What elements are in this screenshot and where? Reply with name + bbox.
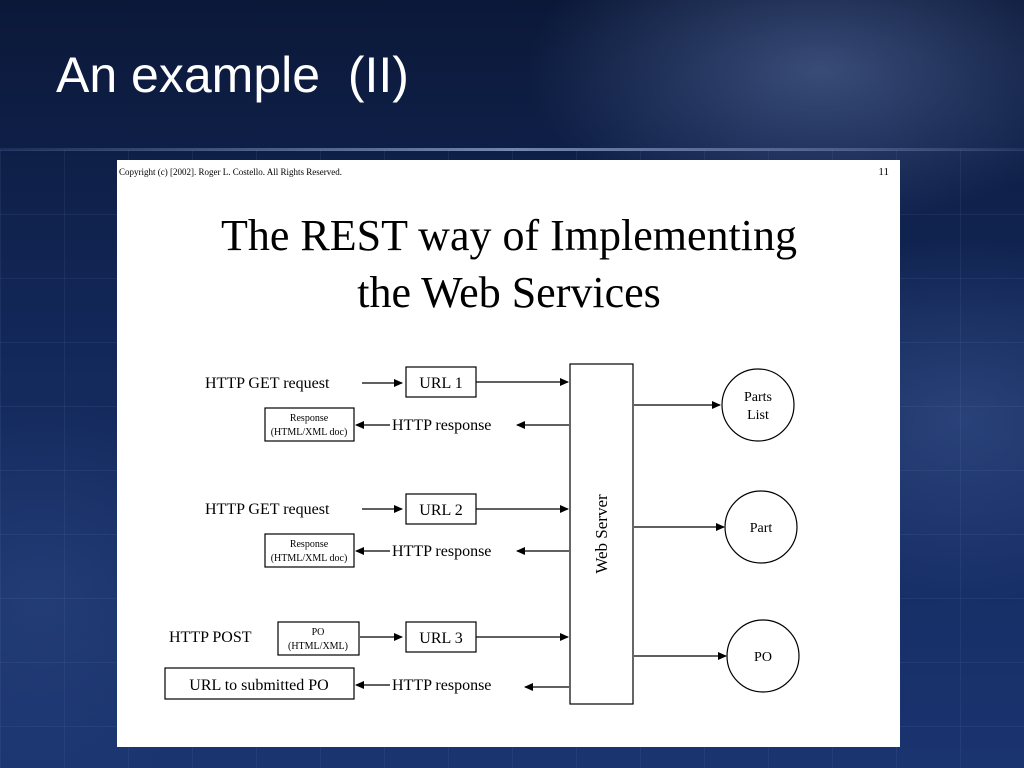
resource-parts-list bbox=[721, 368, 795, 442]
web-server-box bbox=[569, 363, 634, 705]
response-box-2-line2: (HTML/XML doc) bbox=[271, 553, 348, 564]
resource-1-line2: List bbox=[747, 408, 769, 423]
slide-title: An example (II) bbox=[56, 47, 409, 103]
rest-diagram: Copyright (c) [2002]. Roger L. Costello.… bbox=[119, 166, 889, 705]
response-box-1-line2: (HTML/XML doc) bbox=[271, 427, 348, 438]
url-label-2: URL 2 bbox=[419, 502, 462, 519]
response-box-2 bbox=[264, 533, 355, 568]
response-label-2: HTTP response bbox=[392, 543, 491, 560]
payload-box bbox=[277, 621, 360, 656]
request-label-2: HTTP GET request bbox=[205, 501, 330, 518]
request-label-3: HTTP POST bbox=[169, 629, 252, 646]
url-label-1: URL 1 bbox=[419, 375, 462, 392]
page-number: 11 bbox=[878, 166, 889, 178]
response-box-2-line1: Response bbox=[290, 539, 329, 550]
rest-diagram-figure: Copyright (c) [2002]. Roger L. Costello.… bbox=[117, 160, 900, 747]
response-box-3 bbox=[164, 667, 355, 700]
diagram-heading-line1: The REST way of Implementing bbox=[221, 211, 797, 260]
copyright-notice: Copyright (c) [2002]. Roger L. Costello.… bbox=[119, 167, 342, 177]
resource-1-line1: Parts bbox=[744, 390, 772, 405]
response-box-1-line1: Response bbox=[290, 413, 329, 424]
resource-3-line1: PO bbox=[754, 650, 772, 665]
resource-po bbox=[726, 619, 800, 693]
row-url-3: HTTP POST PO (HTML/XML) URL 3 URL to sub… bbox=[164, 619, 800, 700]
diagram-heading-line2: the Web Services bbox=[357, 268, 661, 317]
payload-line2: (HTML/XML) bbox=[288, 641, 348, 652]
web-server-label: Web Server bbox=[592, 494, 611, 574]
request-label-1: HTTP GET request bbox=[205, 375, 330, 392]
resource-part bbox=[724, 490, 798, 564]
response-label-1: HTTP response bbox=[392, 417, 491, 434]
title-divider bbox=[0, 148, 1024, 151]
url-label-3: URL 3 bbox=[419, 630, 462, 647]
url-box-2 bbox=[405, 493, 477, 525]
row-url-1: HTTP GET request URL 1 Response (HTML/XM… bbox=[205, 366, 795, 442]
resource-2-line1: Part bbox=[750, 521, 773, 536]
response-label-3: HTTP response bbox=[392, 677, 491, 694]
row-url-2: HTTP GET request URL 2 Response (HTML/XM… bbox=[205, 490, 798, 568]
response-box-3-line1: URL to submitted PO bbox=[189, 677, 328, 694]
url-box-1 bbox=[405, 366, 477, 398]
response-box-1 bbox=[264, 407, 355, 442]
payload-line1: PO bbox=[312, 627, 325, 638]
